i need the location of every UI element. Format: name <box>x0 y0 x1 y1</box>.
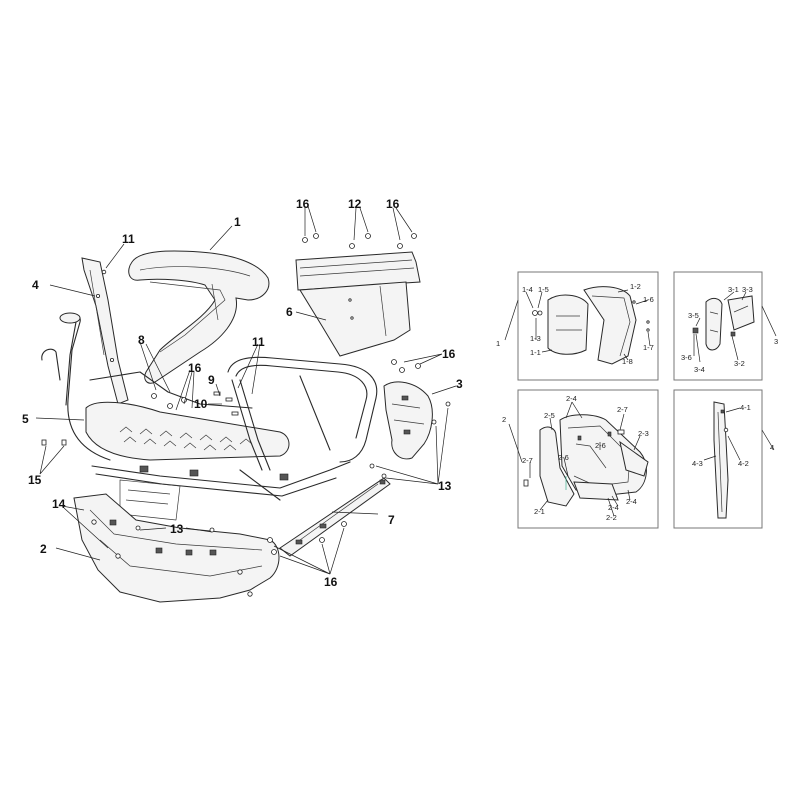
box-1-group-label: 1 <box>496 339 500 348</box>
main-assembly: 1 2 3 4 5 6 7 8 9 10 11 11 12 13 13 14 1… <box>22 197 463 603</box>
callout-13-right: 13 <box>438 479 452 493</box>
frame-left-tube <box>41 312 253 461</box>
box-2-label-2-4-top: 2-4 <box>566 394 577 403</box>
callout-15: 15 <box>28 473 42 487</box>
box-4-label-4-2: 4-2 <box>738 459 749 468</box>
box-2-label-2-7-left: 2-7 <box>522 456 533 465</box>
box-2-label-2-2: 2-2 <box>606 513 617 522</box>
callout-13-lower: 13 <box>170 522 184 536</box>
leader-lines <box>35 205 457 575</box>
box-2-label-2-4-lower: 2-4 <box>608 503 619 512</box>
box-1-label-1-4: 1-4 <box>522 285 533 294</box>
box-2-label-2-5: 2-5 <box>544 411 555 420</box>
box-1-label-1-7: 1-7 <box>643 343 654 352</box>
box-3-label-3-4: 3-4 <box>694 365 705 374</box>
callout-1: 1 <box>234 215 241 229</box>
box-3-label-3-6: 3-6 <box>681 353 692 362</box>
box-4-label-4-1: 4-1 <box>740 403 751 412</box>
callout-16-bottom: 16 <box>324 575 338 589</box>
part-1-upper-handle <box>128 250 270 384</box>
callout-12: 12 <box>348 197 362 211</box>
box-1-label-1-8: 1-8 <box>622 357 633 366</box>
part-6-storage-box <box>295 251 421 357</box>
detail-box-2: 2 2-4 2-5 2-7 2-3 2-6 2-6 2-7 2-1 2-4 2-… <box>502 389 659 529</box>
callout-11-right: 11 <box>252 335 265 349</box>
box-2-label-2-3: 2-3 <box>638 429 649 438</box>
box-2-label-2-6-right: 2-6 <box>595 441 606 450</box>
callout-6: 6 <box>286 305 293 319</box>
callout-14: 14 <box>52 497 66 511</box>
detail-box-3: 3 3-1 3-3 3-5 3-6 3-4 3-2 <box>673 271 778 381</box>
callout-10: 10 <box>194 397 208 411</box>
box-2-label-2-6-left: 2-6 <box>558 453 569 462</box>
callout-7: 7 <box>388 513 395 527</box>
part-4-vertical-bracket <box>81 257 129 405</box>
part-3-right-fairing <box>383 381 433 460</box>
box-3-group-label: 3 <box>774 337 778 346</box>
box-1-label-1-6: 1-6 <box>643 295 654 304</box>
box-2-group-label: 2 <box>502 415 506 424</box>
detail-box-4: 4 4-1 4-3 4-2 <box>673 389 775 529</box>
rear-tube-frame <box>91 356 378 521</box>
box-1-label-1-3: 1-3 <box>530 334 541 343</box>
callout-16-middle: 16 <box>188 361 202 375</box>
callout-16-top-left: 16 <box>296 197 310 211</box>
callout-3: 3 <box>456 377 463 391</box>
box-4-group-label: 4 <box>770 443 774 452</box>
detail-box-1: 1 1-4 1-5 1-3 1-1 1-2 1-6 1-7 1-8 <box>496 271 659 381</box>
callout-4: 4 <box>32 278 39 292</box>
callout-16-top-right: 16 <box>386 197 400 211</box>
box-3-label-3-3: 3-3 <box>742 285 753 294</box>
part-2-lower-skirt <box>73 493 280 603</box>
box-2-label-2-4-right: 2-4 <box>626 497 637 506</box>
box-3-label-3-2: 3-2 <box>734 359 745 368</box>
callout-2: 2 <box>40 542 47 556</box>
box-2-label-2-1: 2-1 <box>534 507 545 516</box>
callout-5: 5 <box>22 412 29 426</box>
callout-16-right: 16 <box>442 347 456 361</box>
box-3-label-3-1: 3-1 <box>728 285 739 294</box>
box-4-label-4-3: 4-3 <box>692 459 703 468</box>
callout-numbers: 1 2 3 4 5 6 7 8 9 10 11 11 12 13 13 14 1… <box>22 197 463 589</box>
box-1-label-1-5: 1-5 <box>538 285 549 294</box>
part-5-floor-board <box>85 401 290 461</box>
part-7-long-bar <box>279 477 391 557</box>
callout-8: 8 <box>138 333 145 347</box>
box-1-label-1-2: 1-2 <box>630 282 641 291</box>
callout-11-left: 11 <box>122 232 135 246</box>
box-1-label-1-1: 1-1 <box>530 348 541 357</box>
box-3-label-3-5: 3-5 <box>688 311 699 320</box>
box-2-label-2-7-top: 2-7 <box>617 405 628 414</box>
callout-9: 9 <box>208 373 215 387</box>
